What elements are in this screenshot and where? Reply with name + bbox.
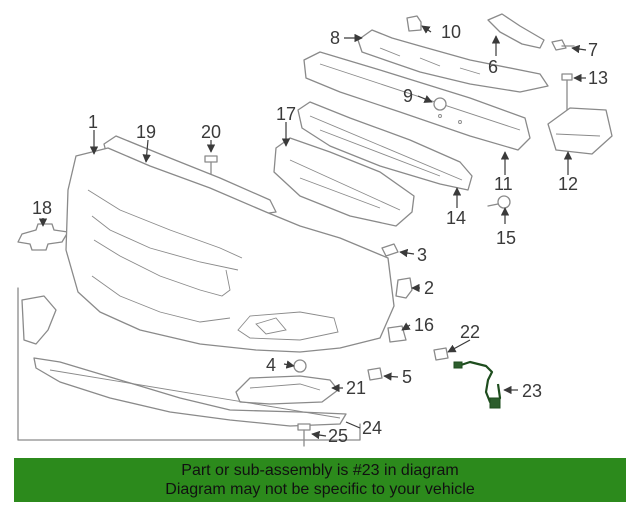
part-12-bracket bbox=[547, 107, 613, 155]
callout-22: 22 bbox=[460, 322, 480, 342]
part-24-deflector bbox=[17, 287, 361, 441]
callout-13: 13 bbox=[588, 68, 608, 88]
banner-line-disclaimer: Diagram may not be specific to your vehi… bbox=[165, 481, 475, 498]
callout-20: 20 bbox=[201, 122, 221, 142]
callout-14: 14 bbox=[446, 208, 466, 228]
callout-1: 1 bbox=[88, 112, 98, 132]
callout-12: 12 bbox=[558, 174, 578, 194]
callout-4: 4 bbox=[266, 355, 276, 375]
banner-line-part-info: Part or sub-assembly is #23 in diagram bbox=[181, 462, 459, 479]
part-13-bolt bbox=[561, 73, 573, 113]
part-23-wiring-harness bbox=[453, 360, 502, 409]
parts-diagram: 10 8 7 6 9 13 11 12 14 15 17 19 20 1 18 … bbox=[17, 13, 613, 447]
part-2-bracket bbox=[395, 277, 413, 299]
info-banner: Part or sub-assembly is #23 in diagram D… bbox=[14, 458, 626, 502]
callout-16: 16 bbox=[414, 315, 434, 335]
callout-7: 7 bbox=[588, 40, 598, 60]
callout-24: 24 bbox=[362, 418, 382, 438]
callout-5: 5 bbox=[402, 367, 412, 387]
part-20-clip bbox=[204, 155, 218, 177]
callout-8: 8 bbox=[330, 28, 340, 48]
callout-numbers: 10 8 7 6 9 13 11 12 14 15 17 19 20 1 18 … bbox=[32, 22, 608, 446]
part-1-bumper-fascia bbox=[65, 147, 395, 353]
part-10-clip bbox=[406, 15, 422, 32]
part-5-clip bbox=[367, 367, 383, 381]
part-7-bolt bbox=[551, 39, 575, 51]
part-14-absorber bbox=[297, 101, 473, 191]
callout-17: 17 bbox=[276, 104, 296, 124]
callout-19: 19 bbox=[136, 122, 156, 142]
part-16-block bbox=[387, 325, 407, 343]
callout-21: 21 bbox=[346, 378, 366, 398]
part-6-bracket bbox=[487, 13, 545, 49]
callout-9: 9 bbox=[403, 86, 413, 106]
part-17-reinforcement bbox=[273, 137, 415, 227]
callout-11: 11 bbox=[494, 174, 513, 194]
part-21-fog-bezel bbox=[235, 375, 339, 405]
part-8-bracket bbox=[357, 29, 549, 93]
part-4-clip bbox=[293, 359, 307, 373]
part-25-bolt bbox=[297, 423, 311, 447]
callout-3: 3 bbox=[417, 245, 427, 265]
leader-lines bbox=[38, 25, 587, 440]
callout-2: 2 bbox=[424, 278, 434, 298]
part-3-clip bbox=[381, 243, 399, 257]
callout-6: 6 bbox=[488, 57, 498, 77]
callout-15: 15 bbox=[496, 228, 516, 248]
part-22-connector bbox=[433, 347, 449, 361]
callout-25: 25 bbox=[328, 426, 348, 446]
part-15-push-pin bbox=[487, 195, 511, 209]
callout-10: 10 bbox=[441, 22, 461, 42]
callout-18: 18 bbox=[32, 198, 52, 218]
part-9-nut bbox=[433, 97, 447, 111]
callout-23: 23 bbox=[522, 381, 542, 401]
part-18-emblem bbox=[17, 223, 69, 251]
